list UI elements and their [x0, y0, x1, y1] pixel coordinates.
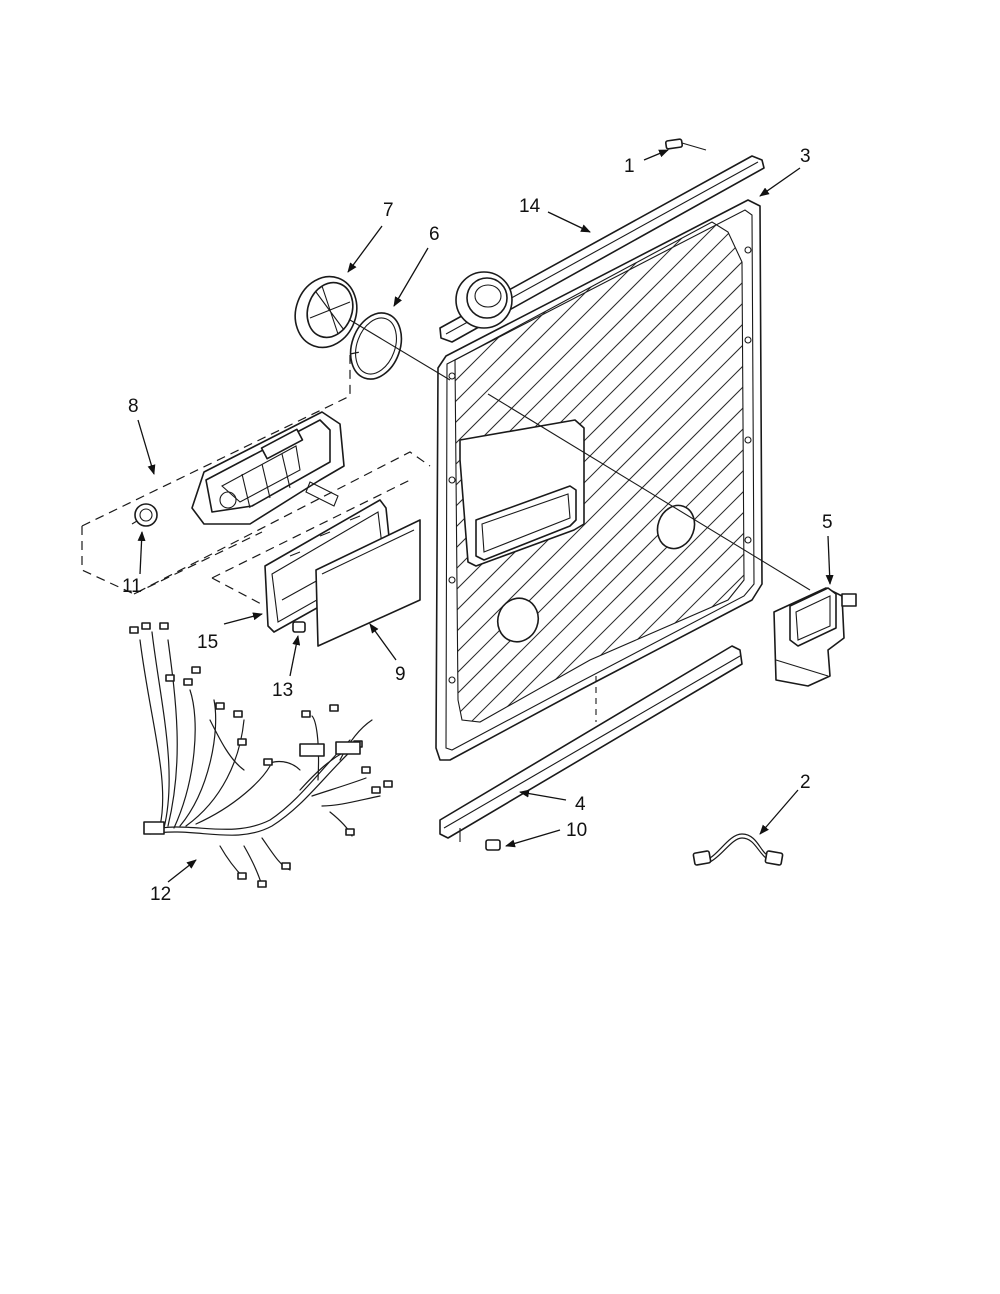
gasket-ring — [349, 312, 403, 380]
harness-connector-15 — [257, 880, 267, 888]
callout-labels: 1 3 14 7 6 8 5 11 15 13 9 4 10 2 12 — [122, 146, 833, 905]
harness-connector-19 — [215, 702, 225, 710]
harness-connector-8 — [301, 710, 311, 718]
assembly-dashed-lines — [81, 351, 431, 607]
callout-13: 13 — [272, 680, 293, 701]
harness-connector-2 — [141, 622, 151, 630]
harness-connector-11 — [361, 766, 371, 774]
callout-9: 9 — [395, 664, 406, 685]
harness-connector-13 — [383, 780, 393, 788]
bottom-trim-strip — [439, 645, 743, 842]
harness-connector-14 — [345, 828, 355, 836]
alignment-lines — [349, 319, 811, 722]
vent-grille — [294, 275, 358, 349]
harness-connector-7 — [263, 758, 273, 766]
callout-12: 12 — [150, 884, 171, 905]
inner-door-panel — [435, 199, 763, 761]
fastener-part-13 — [292, 621, 306, 633]
knob-part-11 — [131, 503, 158, 527]
latch-assembly — [773, 587, 857, 687]
callout-1: 1 — [624, 156, 635, 177]
callout-3: 3 — [800, 146, 811, 167]
callout-7: 7 — [383, 200, 394, 221]
harness-connector-17 — [237, 872, 247, 880]
harness-wire-15 — [321, 795, 381, 807]
harness-wire-3 — [139, 639, 164, 827]
callout-8: 8 — [128, 396, 139, 417]
dispenser-housing — [191, 411, 345, 525]
harness-connector-3 — [159, 622, 169, 630]
callout-11: 11 — [122, 576, 142, 597]
harness-wire-1 — [149, 739, 351, 831]
callout-14: 14 — [519, 196, 541, 217]
harness-connector-12 — [371, 786, 381, 794]
harness-wire-7 — [179, 699, 217, 827]
screw-part-1 — [664, 138, 707, 151]
harness-connector-5 — [233, 710, 243, 718]
harness-connector-6 — [237, 738, 247, 746]
harness-block-3 — [335, 741, 361, 755]
callout-10: 10 — [566, 820, 587, 841]
harness-wire-14 — [311, 777, 367, 797]
harness-block-1 — [143, 821, 165, 835]
harness-connector-18 — [191, 666, 201, 674]
harness-connector-4 — [183, 678, 193, 686]
harness-connector-20 — [165, 674, 175, 682]
harness-wire-6 — [173, 689, 196, 829]
wiring-harness — [129, 622, 393, 888]
callout-6: 6 — [429, 224, 440, 245]
harness-wire-2 — [149, 745, 357, 836]
harness-wire-8 — [185, 719, 245, 827]
harness-wire-20 — [209, 719, 245, 771]
callout-2: 2 — [800, 772, 811, 793]
leader-arrows — [137, 149, 834, 883]
cable-part-2 — [692, 833, 784, 866]
harness-connector-9 — [329, 704, 339, 712]
callout-4: 4 — [575, 794, 586, 815]
harness-block-2 — [299, 743, 325, 757]
harness-wire-9 — [195, 765, 271, 825]
harness-wire-17 — [311, 715, 320, 781]
harness-wire-18 — [339, 719, 373, 761]
harness-connector-16 — [281, 862, 291, 870]
callout-15: 15 — [197, 632, 218, 653]
harness-connector-1 — [129, 626, 139, 634]
harness-wire-11 — [243, 845, 263, 887]
callout-5: 5 — [822, 512, 833, 533]
board-cover — [315, 519, 421, 647]
harness-wire-4 — [151, 631, 170, 829]
harness-wire-5 — [167, 639, 178, 827]
screw-part-10 — [485, 839, 501, 851]
